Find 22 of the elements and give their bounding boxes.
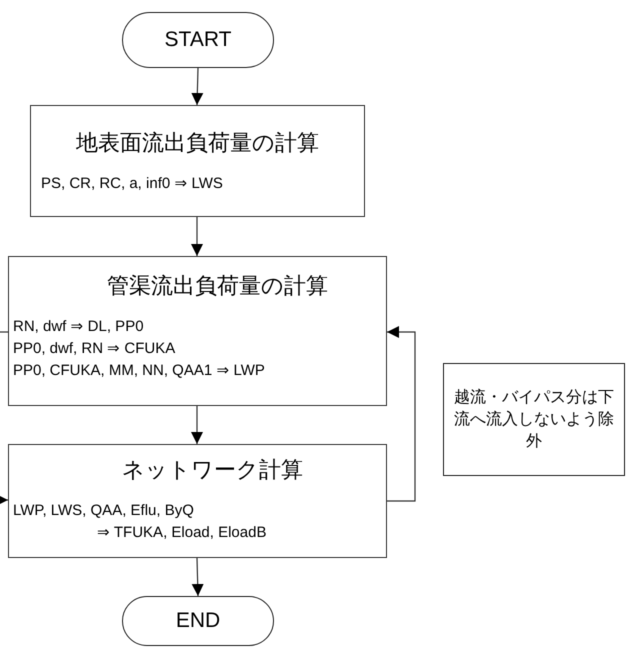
box-title: ネットワーク計算: [121, 456, 304, 484]
process-box: [8, 256, 387, 406]
formula-text: RN, dwf ⇒ DL, PP0: [12, 317, 145, 337]
arrow: [191, 406, 203, 444]
box-title: 管渠流出負荷量の計算: [106, 272, 329, 300]
formula-text: LWP, LWS, QAA, Eflu, ByQ: [12, 501, 195, 521]
note-box: [443, 363, 625, 476]
formula-text: PS, CR, RC, a, inf0 ⇒ LWS: [40, 174, 224, 194]
arrow: [191, 68, 204, 106]
terminal-label: START: [164, 27, 232, 54]
process-box: [8, 444, 387, 558]
arrow: [191, 217, 203, 256]
formula-text: ⇒ TFUKA, Eload, EloadB: [96, 523, 268, 543]
formula-text: PP0, dwf, RN ⇒ CFUKA: [12, 339, 176, 359]
box-title: 地表面流出負荷量の計算: [75, 129, 320, 157]
terminal-label: END: [174, 608, 222, 634]
arrow: [0, 494, 8, 506]
process-box: [30, 105, 365, 217]
arrow: [192, 558, 204, 596]
note-text: 越流・バイパス分は下流へ流入しないよう除外: [453, 388, 615, 452]
formula-text: PP0, CFUKA, MM, NN, QAA1 ⇒ LWP: [12, 361, 266, 381]
arrow: [387, 326, 416, 502]
